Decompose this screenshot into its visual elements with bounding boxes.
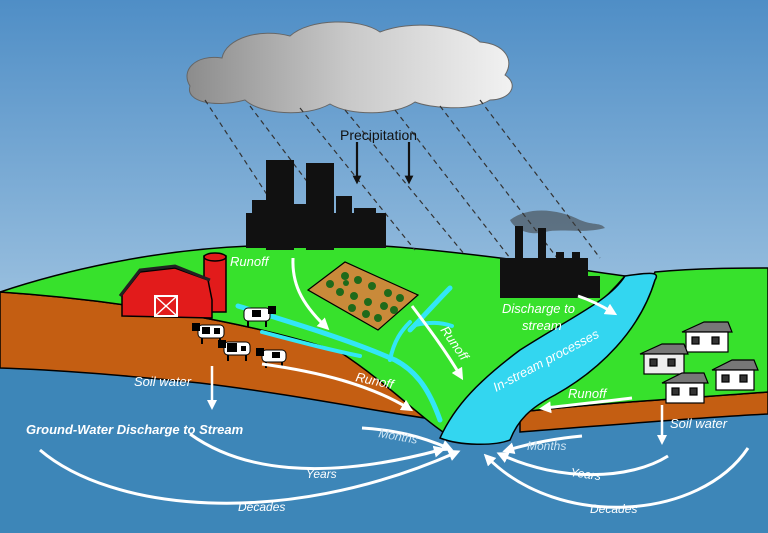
months-left-label: Months	[377, 426, 418, 447]
runoff-right-label: Runoff	[568, 386, 608, 401]
years-right-label: Years	[570, 465, 602, 483]
discharge-label-line2: stream	[522, 318, 562, 333]
cows-icon	[192, 306, 287, 368]
decades-left-label: Decades	[238, 500, 285, 514]
soil-water-right-label: Soil water	[670, 416, 728, 431]
gw-discharge-label: Ground-Water Discharge to Stream	[26, 422, 244, 437]
rain-cloud	[186, 21, 513, 114]
discharge-label-line1: Discharge to	[502, 301, 575, 316]
city-skyline-icon	[246, 160, 386, 250]
crop-field	[306, 261, 420, 331]
decades-right-label: Decades	[590, 502, 637, 516]
runoff-top-label: Runoff	[230, 254, 270, 269]
houses-icon	[639, 321, 759, 404]
precipitation-label: Precipitation	[340, 127, 417, 143]
years-left-label: Years	[306, 467, 337, 481]
soil-water-arrows	[207, 366, 667, 445]
runoff-arrows	[261, 257, 633, 414]
tributaries	[235, 285, 454, 423]
months-right-label: Months	[527, 439, 566, 453]
precipitation-arrows	[352, 142, 414, 185]
stream-channel	[438, 272, 658, 446]
soil-water-left-label: Soil water	[134, 374, 192, 389]
factory-icon	[500, 210, 605, 298]
barn-icon	[118, 252, 227, 319]
groundwater-flow-arrows	[39, 426, 750, 509]
